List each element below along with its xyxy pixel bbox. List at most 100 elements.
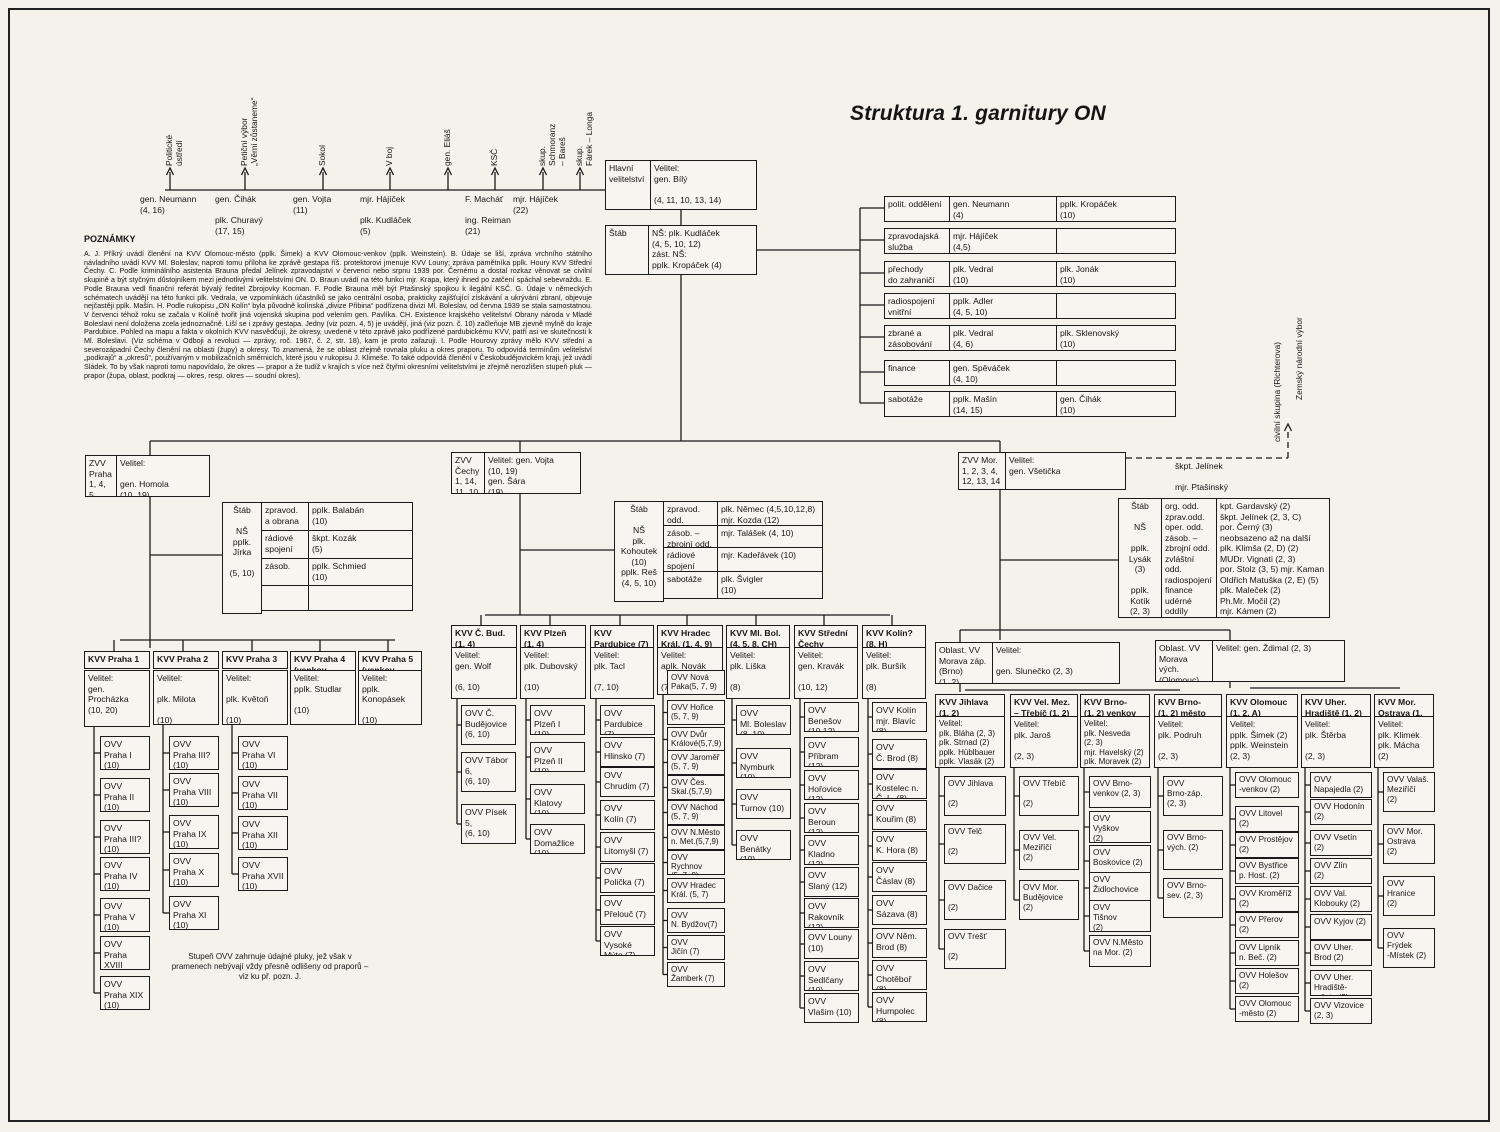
- top-group-label: skup. Fárek – Longa: [574, 111, 594, 166]
- ovv-box: OVV Uher. Brod (2): [1310, 940, 1372, 966]
- kvv-morava-body: Velitel: plk. Klimek plk. Mácha (2): [1374, 716, 1434, 768]
- ovv-box: OVV Chotěboř (8): [872, 960, 927, 990]
- ovv-box: OVV Praha III? (10): [100, 820, 150, 854]
- ovv-box: OVV Tábor 6, (6, 10): [461, 752, 516, 792]
- department-name: finance: [884, 360, 950, 386]
- ovv-box: OVV Humpolec (8): [872, 992, 927, 1022]
- stab-cechy-dept: zásob. – zbrojní odd.: [663, 525, 718, 548]
- kvv-morava-body: Velitel: plk. Bláha (2, 3) plk. Strnad (…: [935, 716, 1005, 768]
- ovv-box: OVV Domažlice (10): [530, 824, 585, 854]
- ovv-box: OVV Sázava (8): [872, 895, 927, 925]
- oblast-morava-zap-body: Velitel: gen. Slunečko (2, 3): [992, 642, 1120, 684]
- kvv-morava-name: KVV Brno- (1, 2) venkov: [1080, 694, 1150, 717]
- kvv-praha-name: KVV Praha 4 (venkov-západ): [290, 651, 356, 671]
- stab-cechy-dept: rádiové spojení: [663, 547, 718, 572]
- civil-persons: škpt. Jelínek mjr. Ptašinský: [1175, 461, 1229, 492]
- kvv-praha-name: KVV Praha 1: [84, 651, 150, 669]
- ovv-box: OVV Písek 5, (6, 10): [461, 804, 516, 844]
- ovv-box: OVV Vysoké Mýto (7): [600, 926, 655, 956]
- ovv-box: OVV Mor. Budějovice (2): [1019, 880, 1079, 920]
- civil-council-label: Zemský národní výbor: [1294, 317, 1304, 400]
- ovv-box: OVV Vizovice (2, 3): [1310, 998, 1372, 1024]
- ovv-box: OVV Příbram (12): [804, 737, 859, 767]
- ovv-box: OVV Slaný (12): [804, 867, 859, 897]
- hlavni-velitelstvi-label: Hlavní velitelství: [605, 160, 651, 210]
- ovv-box: OVV Rakovník (12): [804, 898, 859, 928]
- ovv-box: OVV Hořice (5, 7, 9): [667, 700, 725, 725]
- department-head: gen. Spěváček (4, 10): [949, 360, 1057, 386]
- stab-praha-dept: [261, 585, 309, 611]
- department-name: zpravodajská služba: [884, 228, 950, 254]
- ovv-box: OVV Kroměříž (2): [1235, 886, 1299, 912]
- ovv-box: OVV Benátky (10): [736, 830, 791, 860]
- ovv-box: OVV Ml. Boleslav (8, 10): [736, 705, 791, 735]
- ovv-box: OVV Turnov (10): [736, 789, 791, 819]
- ovv-box: OVV Hořovice (12): [804, 770, 859, 800]
- department-deputy: plk. Sklenovský (10): [1056, 325, 1176, 351]
- zvv-cechy-label: ZVV Čechy 1, 14, 11, 10: [451, 452, 485, 494]
- department-name: polit. oddělení: [884, 196, 950, 222]
- kvv-cechy-name: KVV Střední Čechy (5,10,12,I): [794, 625, 858, 648]
- kvv-cechy-name: KVV Pardubice (7): [590, 625, 654, 648]
- ovv-box: OVV Hranice (2): [1383, 876, 1435, 916]
- ovv-box: OVV Brno- sev. (2, 3): [1163, 878, 1223, 918]
- ovv-box: OVV Čes. Skal.(5,7,9): [667, 775, 725, 800]
- ovv-box: OVV Praha XVII (10): [238, 857, 288, 891]
- kvv-praha-body: Velitel: pplk. Studlar (10): [290, 670, 356, 725]
- ovv-box: OVV Olomouc -venkov (2): [1235, 772, 1299, 798]
- stab-morava-dept: org. odd. zprav.odd. oper. odd. zásob. –…: [1161, 498, 1217, 618]
- ovv-box: OVV Napajedla (2): [1310, 772, 1372, 798]
- zvv-morava-label: ZVV Mor. 1, 2, 3, 4, 12, 13, 14: [958, 452, 1006, 490]
- ovv-box: OVV Plzeň II (10): [530, 742, 585, 772]
- top-group-label: gen. Eliáš: [442, 129, 452, 166]
- stab-praha-dept: rádiové spojení: [261, 530, 309, 559]
- kvv-morava-name: KVV Mor. Ostrava (1, 2): [1374, 694, 1434, 717]
- ovv-box: OVV Olomouc -město (2): [1235, 996, 1299, 1022]
- kvv-praha-body: Velitel: plk. Květoň (10): [222, 670, 288, 725]
- department-deputy: gen. Čihák (10): [1056, 391, 1176, 417]
- ovv-box: OVV Jaroměř (5, 7, 9): [667, 750, 725, 775]
- ovv-box: OVV Jičín (7): [667, 935, 725, 960]
- ovv-box: OVV Brno- vých. (2): [1163, 830, 1223, 870]
- ovv-box: OVV Trešť (2): [944, 929, 1006, 969]
- ovv-box: OVV Telč (2): [944, 824, 1006, 864]
- stab-morava-person: kpt. Gardavský (2) škpt. Jelínek (2, 3, …: [1216, 498, 1330, 618]
- arrow-up-icon: [538, 166, 548, 176]
- top-group-person: F. Macháť ing. Reiman (21): [465, 194, 511, 236]
- ovv-box: OVV Židlochovice: [1089, 872, 1151, 904]
- kvv-praha-body: Velitel: gen. Procházka (10, 20): [84, 670, 150, 727]
- ovv-box: OVV Valaš. Meziříčí (2): [1383, 772, 1435, 812]
- page-frame: [8, 8, 1490, 1122]
- kvv-morava-body: Velitel: plk. Podruh (2, 3): [1154, 716, 1222, 768]
- ovv-box: OVV Praha III? (10): [169, 736, 219, 770]
- ovv-box: OVV Praha IX (10): [169, 815, 219, 849]
- ovv-box: OVV Kolín (7): [600, 800, 655, 830]
- kvv-cechy-body: Velitel: gen. Kravák (10, 12): [794, 647, 858, 699]
- department-head: plk. Vedral (4, 6): [949, 325, 1057, 351]
- ovv-box: OVV Kostelec n. Č. L. (8): [872, 769, 927, 799]
- stab-cechy-head: Štáb NŠ plk. Kohoutek (10) pplk. Reš (4,…: [614, 501, 664, 602]
- kvv-morava-body: Velitel: plk. Jaroš (2, 3): [1010, 716, 1078, 768]
- page-title: Struktura 1. garnitury ON: [850, 102, 1106, 125]
- ovv-box: OVV Vsetín (2): [1310, 830, 1372, 856]
- arrow-up-icon: [575, 166, 585, 176]
- ovv-box: OVV Praha II (10): [100, 778, 150, 812]
- department-deputy: [1056, 293, 1176, 319]
- ovv-box: OVV Hlinsko (7): [600, 737, 655, 767]
- top-group-label: skup. Schmoranz – Bareš: [537, 123, 567, 166]
- kvv-cechy-name: KVV Kolín? (8, H): [862, 625, 926, 648]
- stab-cechy-person: plk. Švigler (10): [717, 571, 823, 599]
- civil-group-label: civilní skupina (Richterova): [1272, 341, 1282, 442]
- top-group-label: V boj: [384, 146, 394, 166]
- ovv-box: OVV Dvůr Králové(5,7,9): [667, 727, 725, 752]
- ovv-box: OVV Přelouč (7): [600, 895, 655, 925]
- ovv-box: OVV Hodonín (2): [1310, 799, 1372, 825]
- ovv-box: OVV Prostějov (2): [1235, 832, 1299, 858]
- kvv-cechy-name: KVV Plzeň (1, 4): [520, 625, 586, 648]
- arrow-up-icon: [385, 166, 395, 176]
- ovv-box: OVV Rychnov (5, 7, 9): [667, 850, 725, 875]
- kvv-praha-name: KVV Praha 2: [153, 651, 219, 669]
- ovv-box: OVV Kladno (12): [804, 835, 859, 865]
